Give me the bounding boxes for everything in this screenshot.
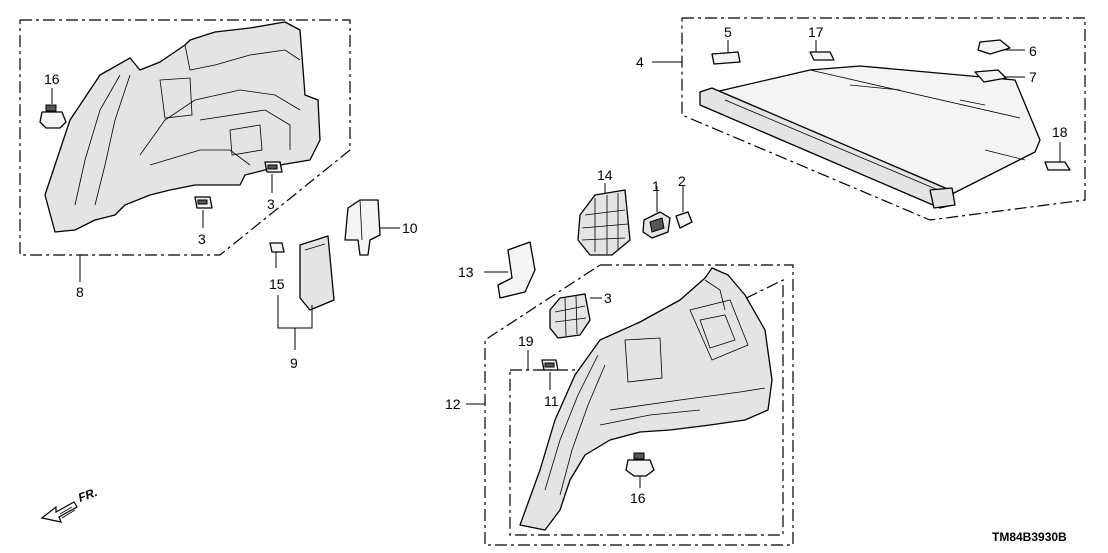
- callout-3-a: 3: [198, 231, 206, 247]
- front-direction-arrow: [40, 501, 78, 523]
- cover-lid-9[interactable]: [299, 235, 335, 311]
- clip-3-a[interactable]: [194, 196, 213, 228]
- left-side-trim-panel[interactable]: [44, 21, 321, 233]
- callout-10: 10: [402, 220, 418, 236]
- callout-9: 9: [290, 355, 298, 371]
- socket-1[interactable]: [642, 186, 671, 239]
- callout-3-c: 11: [544, 393, 559, 409]
- grille-12[interactable]: [549, 293, 602, 339]
- callout-16-a: 16: [44, 71, 60, 87]
- callout-15: 15: [269, 276, 285, 292]
- right-side-trim-panel[interactable]: [519, 267, 773, 531]
- callout-19: 19: [518, 333, 534, 349]
- clip-16-top-left[interactable]: [39, 88, 67, 129]
- stopper-7[interactable]: [974, 69, 1025, 83]
- callout-17: 17: [808, 24, 824, 40]
- callout-3-b: 3: [267, 196, 275, 212]
- bulb-2[interactable]: [675, 186, 693, 229]
- callout-2: 2: [678, 173, 686, 189]
- callout-4: 4: [636, 54, 644, 70]
- group-4-frame: [652, 17, 1086, 221]
- bracket-13[interactable]: [484, 241, 536, 299]
- speaker-grille-14[interactable]: [577, 183, 631, 256]
- cargo-cover-tonneau[interactable]: [699, 65, 1041, 209]
- clip-16-bottom[interactable]: [625, 452, 655, 488]
- callout-11: 12: [445, 396, 461, 412]
- callout-1: 1: [652, 178, 660, 194]
- callout-18: 18: [1052, 124, 1068, 140]
- bracket-10[interactable]: [344, 199, 400, 256]
- clip-15[interactable]: [269, 242, 285, 268]
- callout-8: 8: [76, 284, 84, 300]
- diagram-code: TM84B3930B: [992, 530, 1067, 544]
- callout-16-b: 16: [630, 490, 646, 506]
- clip-3-b[interactable]: [264, 161, 283, 193]
- callout-14: 14: [597, 167, 613, 183]
- bracket-18[interactable]: [1044, 142, 1071, 171]
- bracket-17[interactable]: [809, 40, 835, 61]
- direction-label: FR.: [76, 485, 99, 505]
- callout-6: 6: [1029, 43, 1037, 59]
- callout-13: 13: [458, 264, 474, 280]
- callout-7: 7: [1029, 69, 1037, 85]
- stopper-6[interactable]: [977, 39, 1025, 55]
- group-8-frame: [19, 19, 351, 282]
- callout-5: 5: [724, 24, 732, 40]
- callout-12: 3: [604, 290, 612, 306]
- group-9-lead: [277, 295, 313, 350]
- clip-3-c[interactable]: [541, 359, 559, 390]
- pad-5[interactable]: [711, 40, 741, 65]
